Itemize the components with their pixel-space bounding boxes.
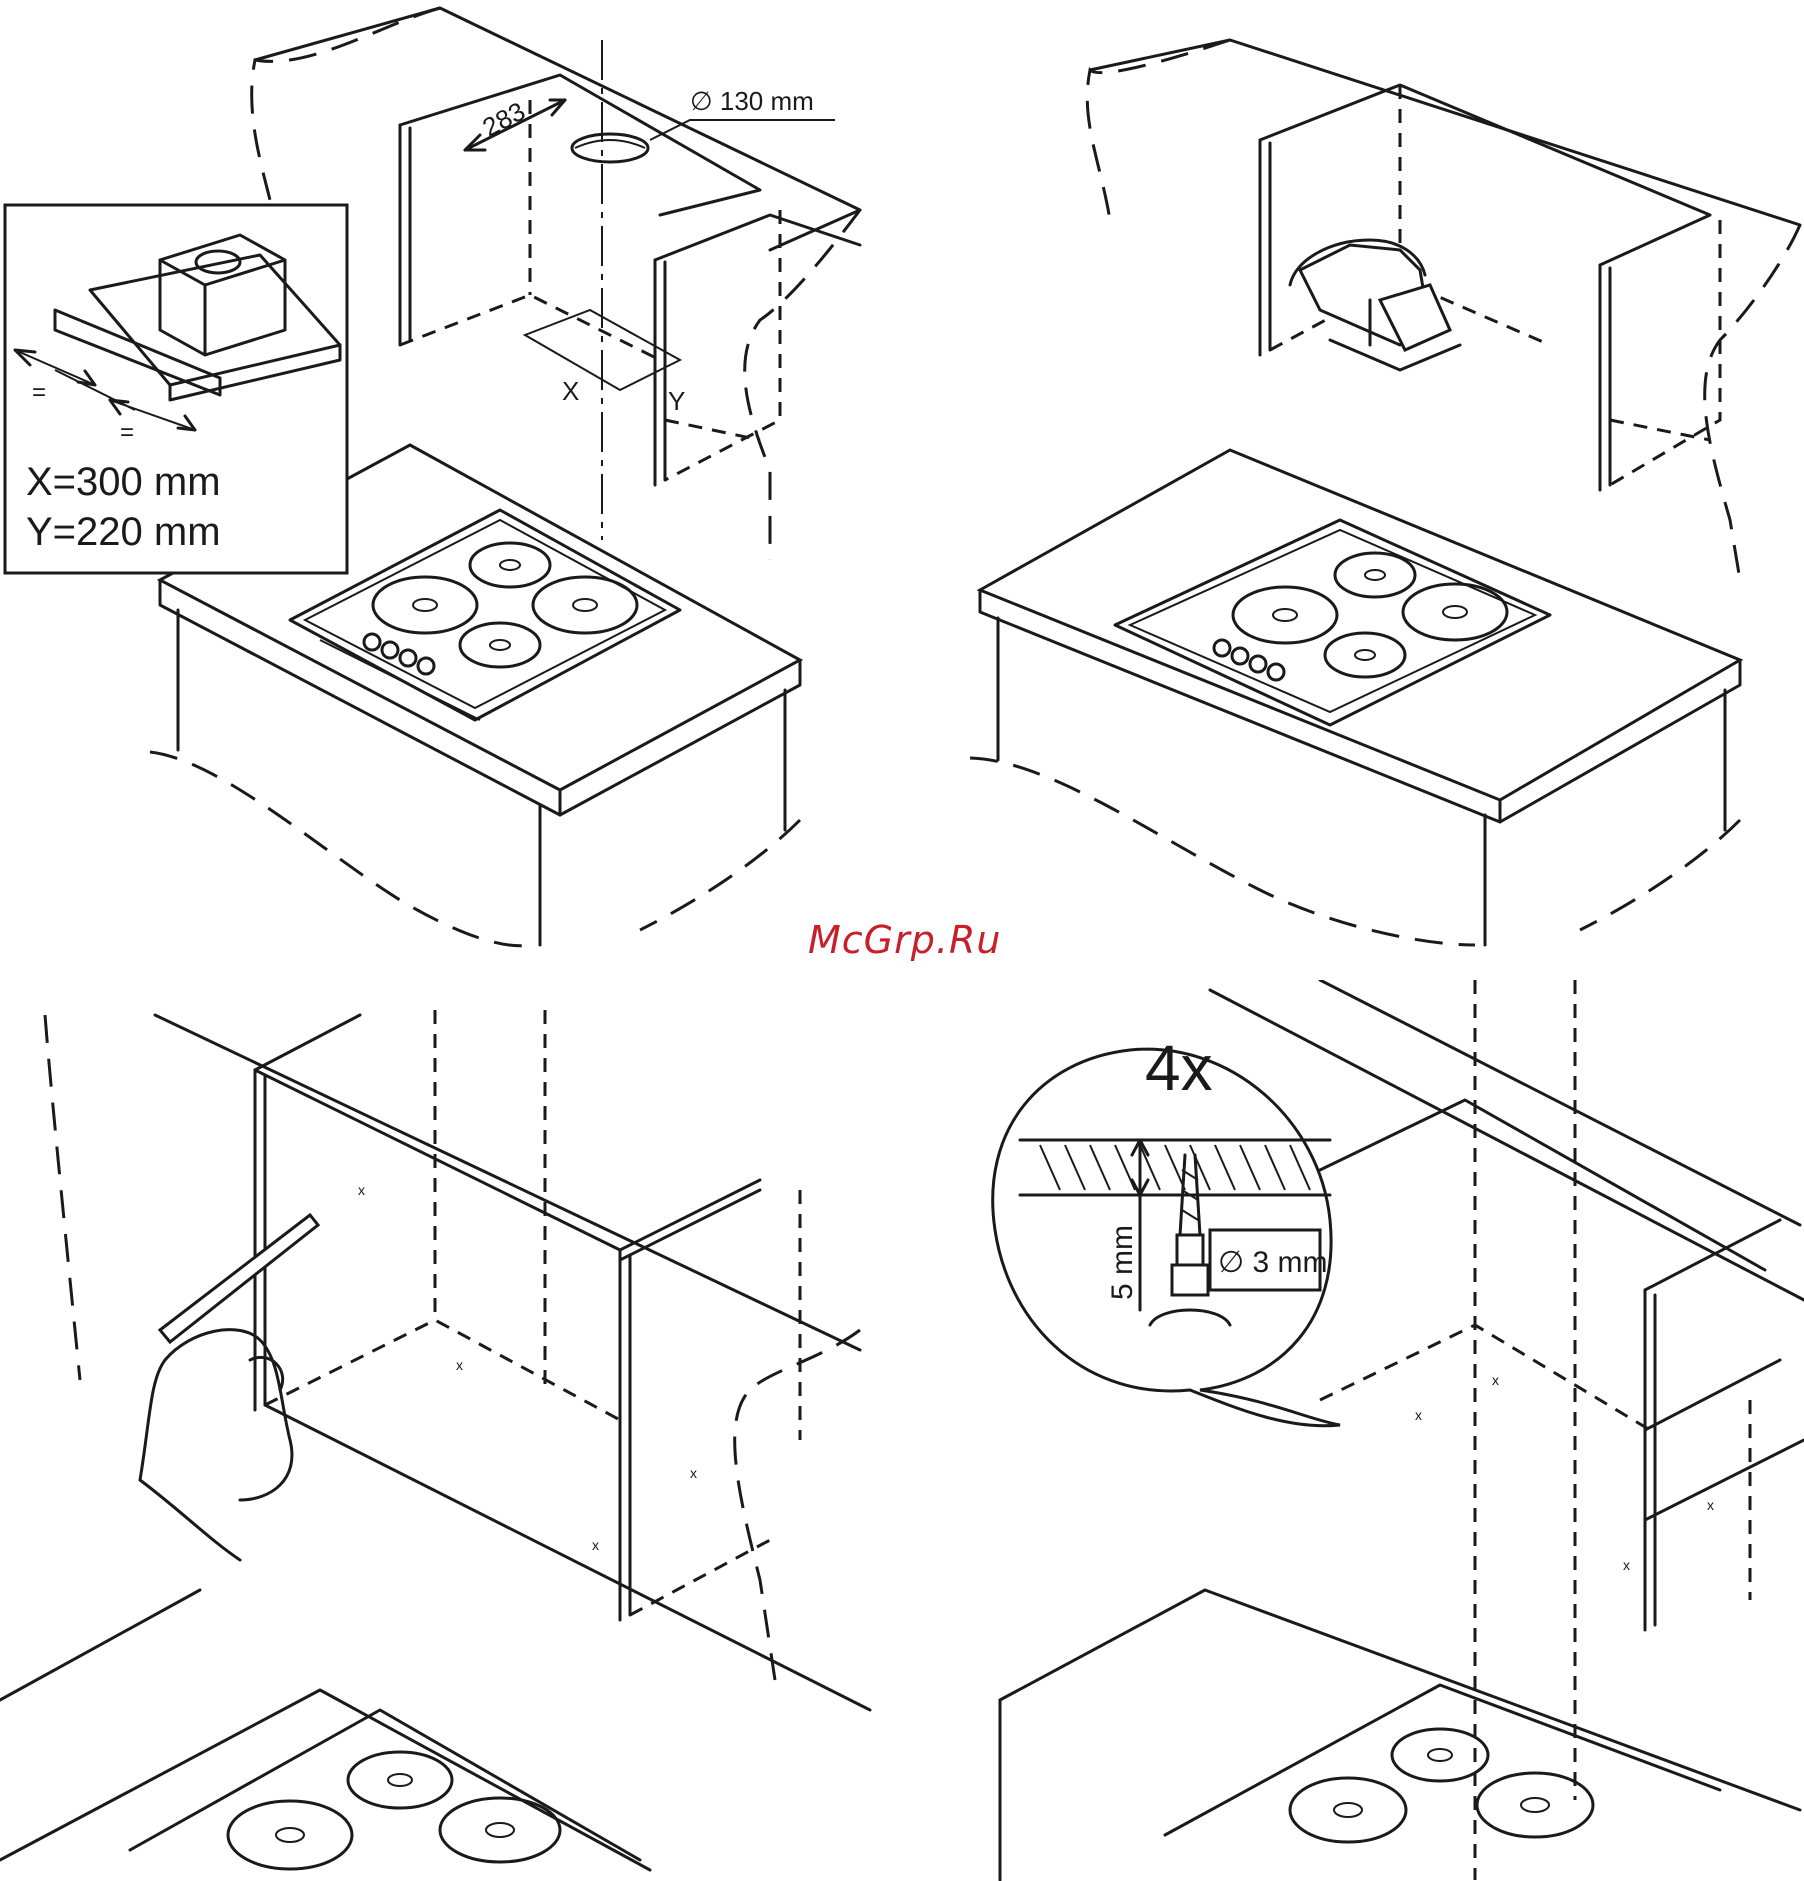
y-dimension-label: Y <box>668 386 685 416</box>
duct-diameter-label: ∅ 130 mm <box>690 86 814 116</box>
svg-text:x: x <box>1492 1372 1499 1388</box>
hand-pencil-icon <box>140 1215 318 1560</box>
inset-x-value: X=300 mm <box>26 460 221 504</box>
panel-drill-drawing: x x x x 5 mm ∅ 3 mm 4x <box>900 980 1804 1881</box>
panel-measure-drawing: X Y ∅ 130 mm 283 <box>0 0 900 960</box>
jigsaw-icon <box>1290 240 1460 370</box>
panel-mark: x x x x <box>0 980 900 1881</box>
hob-burners-4 <box>1290 1729 1593 1842</box>
svg-text:x: x <box>690 1465 697 1481</box>
equal-mark-right: = <box>120 419 134 446</box>
depth-283-label: 283 <box>478 96 530 143</box>
panel-mark-drawing: x x x x <box>0 980 900 1881</box>
drill-diameter-label: ∅ 3 mm <box>1218 1246 1327 1279</box>
x-dimension-label: X <box>562 376 579 406</box>
equal-mark-left: = <box>32 379 46 406</box>
inset-y-value: Y=220 mm <box>26 510 221 554</box>
svg-text:x: x <box>592 1537 599 1553</box>
panel-cut-drawing <box>900 0 1804 960</box>
svg-text:x: x <box>1415 1407 1422 1423</box>
svg-text:x: x <box>1623 1557 1630 1573</box>
panel-drill: x x x x 5 mm ∅ 3 mm 4x <box>900 980 1804 1881</box>
hob-burners-3 <box>228 1752 560 1869</box>
svg-text:x: x <box>456 1357 463 1373</box>
drill-depth-label: 5 mm <box>1106 1225 1139 1300</box>
panel-cut <box>900 0 1804 960</box>
panel-measure: X Y ∅ 130 mm 283 <box>0 0 900 960</box>
watermark: McGrp.Ru <box>808 918 1001 962</box>
svg-text:x: x <box>1707 1497 1714 1513</box>
count-label: 4x <box>1145 1032 1213 1104</box>
svg-text:x: x <box>358 1182 365 1198</box>
drill-callout: 5 mm ∅ 3 mm 4x <box>993 1032 1340 1426</box>
